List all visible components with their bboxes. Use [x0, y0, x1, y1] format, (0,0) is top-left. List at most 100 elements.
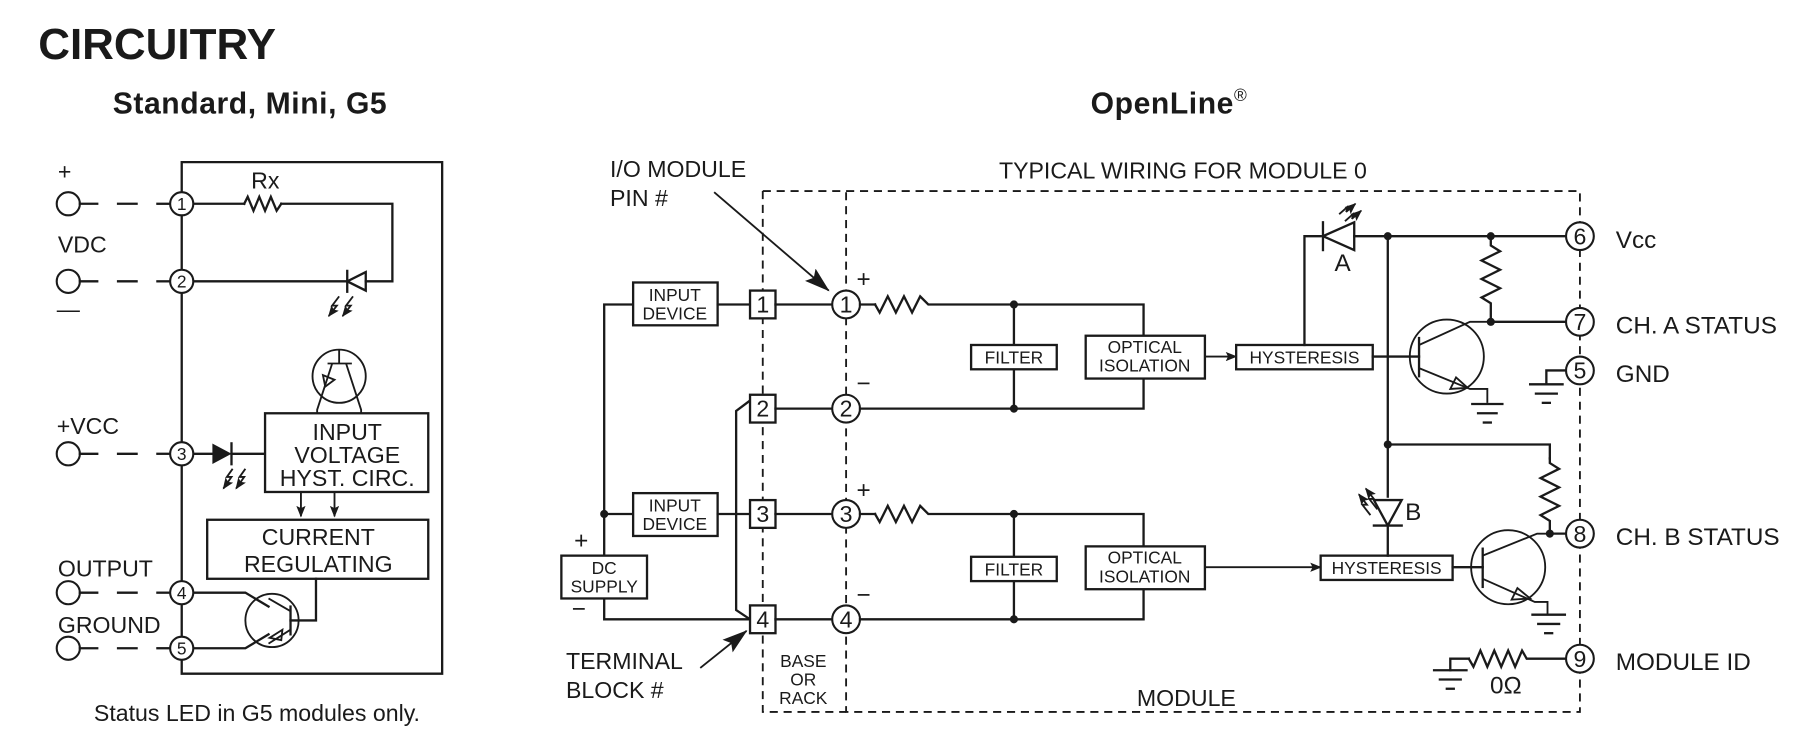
channel-b-ground-icon	[1531, 613, 1567, 635]
pin-gnd-label: GND	[1616, 361, 1670, 388]
left-pins: 1 2 3 4 5	[169, 191, 195, 661]
label-minus: —	[57, 296, 81, 322]
channel-b-pullup-resistor-icon	[1537, 457, 1562, 535]
input-device-2-line2: DEVICE	[642, 514, 707, 534]
channel-a-optical-isolation-block: OPTICAL ISOLATION	[1084, 334, 1207, 380]
channel-b-optical-line1: OPTICAL	[1108, 548, 1183, 568]
dc-supply-line2: SUPPLY	[571, 577, 639, 597]
section-label: TYPICAL WIRING FOR MODULE 0	[999, 157, 1367, 183]
pin-5-label: 5	[177, 639, 187, 659]
channel-a-pullup-resistor-icon	[1478, 235, 1503, 323]
label-output: OUTPUT	[58, 555, 153, 581]
registered-mark: ®	[1234, 85, 1247, 105]
input-device-1-line1: INPUT	[649, 285, 701, 305]
left-footnote: Status LED in G5 modules only.	[94, 700, 420, 726]
pin-3-plus: +	[857, 477, 871, 504]
output-transistor-icon	[244, 577, 318, 649]
channel-a-filter-block: FILTER	[969, 343, 1058, 371]
pin-5	[169, 635, 195, 661]
module-region	[762, 190, 1581, 713]
terminal-block-4-label: 4	[756, 606, 769, 632]
pin-3	[169, 441, 195, 467]
svg-text:OpenLine®: OpenLine®	[1091, 85, 1248, 121]
terminal-block-callout-line1: TERMINAL	[566, 648, 683, 674]
module-pins-left: 1 2 3 4	[831, 289, 862, 635]
pin-4	[169, 580, 195, 606]
base-rack-line3: RACK	[779, 688, 828, 708]
pin-1	[169, 191, 195, 217]
terminal-block-2	[748, 393, 777, 424]
terminal-block-1	[748, 289, 777, 320]
input-voltage-line1: INPUT	[313, 419, 382, 445]
module-pin-1-label: 1	[840, 292, 853, 318]
channel-a-filter-label: FILTER	[985, 348, 1044, 368]
module-pin-2-label: 2	[840, 396, 853, 422]
module-pin-3-label: 3	[840, 501, 853, 527]
pin-1-plus: +	[857, 266, 871, 293]
input-voltage-hyst-block: INPUT VOLTAGE HYST. CIRC.	[263, 412, 430, 494]
channel-a-hysteresis-label: HYSTERESIS	[1249, 348, 1359, 368]
input-voltage-line2: VOLTAGE	[294, 442, 400, 468]
left-diagram-title: Standard, Mini, G5	[113, 87, 387, 120]
page-title: CIRCUITRY	[38, 20, 276, 69]
dc-supply-plus: +	[574, 528, 588, 555]
label-vcc: +VCC	[57, 413, 119, 439]
pin-ch-b-status: 8 CH. B STATUS	[1564, 518, 1780, 551]
channel-b-hysteresis-block: HYSTERESIS	[1319, 554, 1454, 582]
pin-2	[169, 268, 195, 294]
channel-a-optical-line2: ISOLATION	[1099, 356, 1190, 376]
channel-b-optical-isolation-block: OPTICAL ISOLATION	[1084, 545, 1207, 591]
terminal-block-callout-arrow	[699, 630, 748, 669]
io-pin-callout-line1: I/O MODULE	[610, 156, 746, 182]
phototransistor-icon	[311, 348, 367, 414]
channel-b-filter-block: FILTER	[969, 555, 1058, 583]
pin-vcc-label: Vcc	[1616, 227, 1657, 254]
pin-module-id-label: MODULE ID	[1616, 649, 1751, 676]
dc-supply-minus: −	[572, 596, 586, 623]
input-device-2-block: INPUT DEVICE	[631, 491, 719, 538]
pin-4-minus: −	[857, 582, 871, 609]
pin-gnd-number: 5	[1573, 358, 1586, 384]
terminal-minus	[55, 268, 172, 294]
label-ground: GROUND	[58, 612, 161, 638]
io-pin-callout-line2: PIN #	[610, 185, 668, 211]
pin-module-id: 9 MODULE ID	[1564, 643, 1751, 676]
channel-b-transistor-icon	[1470, 529, 1550, 614]
module-outline	[180, 160, 444, 675]
terminal-block-3	[748, 498, 777, 530]
resistor-rx-label: Rx	[251, 168, 280, 194]
pin-3-label: 3	[177, 444, 187, 464]
openline-title-text: OpenLine	[1091, 87, 1234, 120]
terminal-plus	[55, 191, 172, 217]
input-voltage-line3: HYST. CIRC.	[280, 465, 415, 491]
pin-ch-b-label: CH. B STATUS	[1616, 524, 1780, 551]
pin-ch-b-number: 8	[1573, 521, 1586, 547]
pin-2-label: 2	[177, 272, 187, 292]
terminal-block-3-label: 3	[756, 501, 769, 527]
base-rack-line1: BASE	[780, 651, 826, 671]
status-led-icon	[327, 269, 367, 317]
left-circuit-diagram: + VDC — +VCC OUTPUT GROUND Rx	[55, 158, 444, 726]
pin-4-label: 4	[177, 583, 187, 603]
module-pin-4-label: 4	[840, 606, 853, 632]
module-pins-right: 6 Vcc 7 CH. A STATUS 5 GND 8 CH. B STATU…	[1564, 221, 1780, 676]
channel-a-optical-line1: OPTICAL	[1108, 337, 1183, 357]
right-diagram-title: OpenLine®	[1091, 85, 1248, 121]
label-plus: +	[58, 158, 72, 184]
channel-a-ground-icon	[1471, 402, 1504, 424]
pin-vcc-number: 6	[1573, 223, 1586, 249]
channel-a-transistor-icon	[1408, 318, 1491, 403]
pin-ch-a-label: CH. A STATUS	[1616, 312, 1777, 339]
terminal-output	[55, 580, 172, 606]
base-rack-region	[761, 191, 847, 713]
terminal-block-1-label: 1	[756, 292, 769, 318]
terminal-ground	[55, 635, 172, 661]
label-vdc: VDC	[58, 231, 107, 257]
channel-b-input-resistor-icon	[873, 503, 1016, 525]
input-device-2-line1: INPUT	[649, 496, 701, 516]
pin-ch-a-status: 7 CH. A STATUS	[1564, 306, 1777, 339]
resistor-rx-icon	[242, 193, 283, 214]
input-device-1-line2: DEVICE	[642, 304, 707, 324]
io-pin-callout-arrow	[713, 191, 830, 292]
